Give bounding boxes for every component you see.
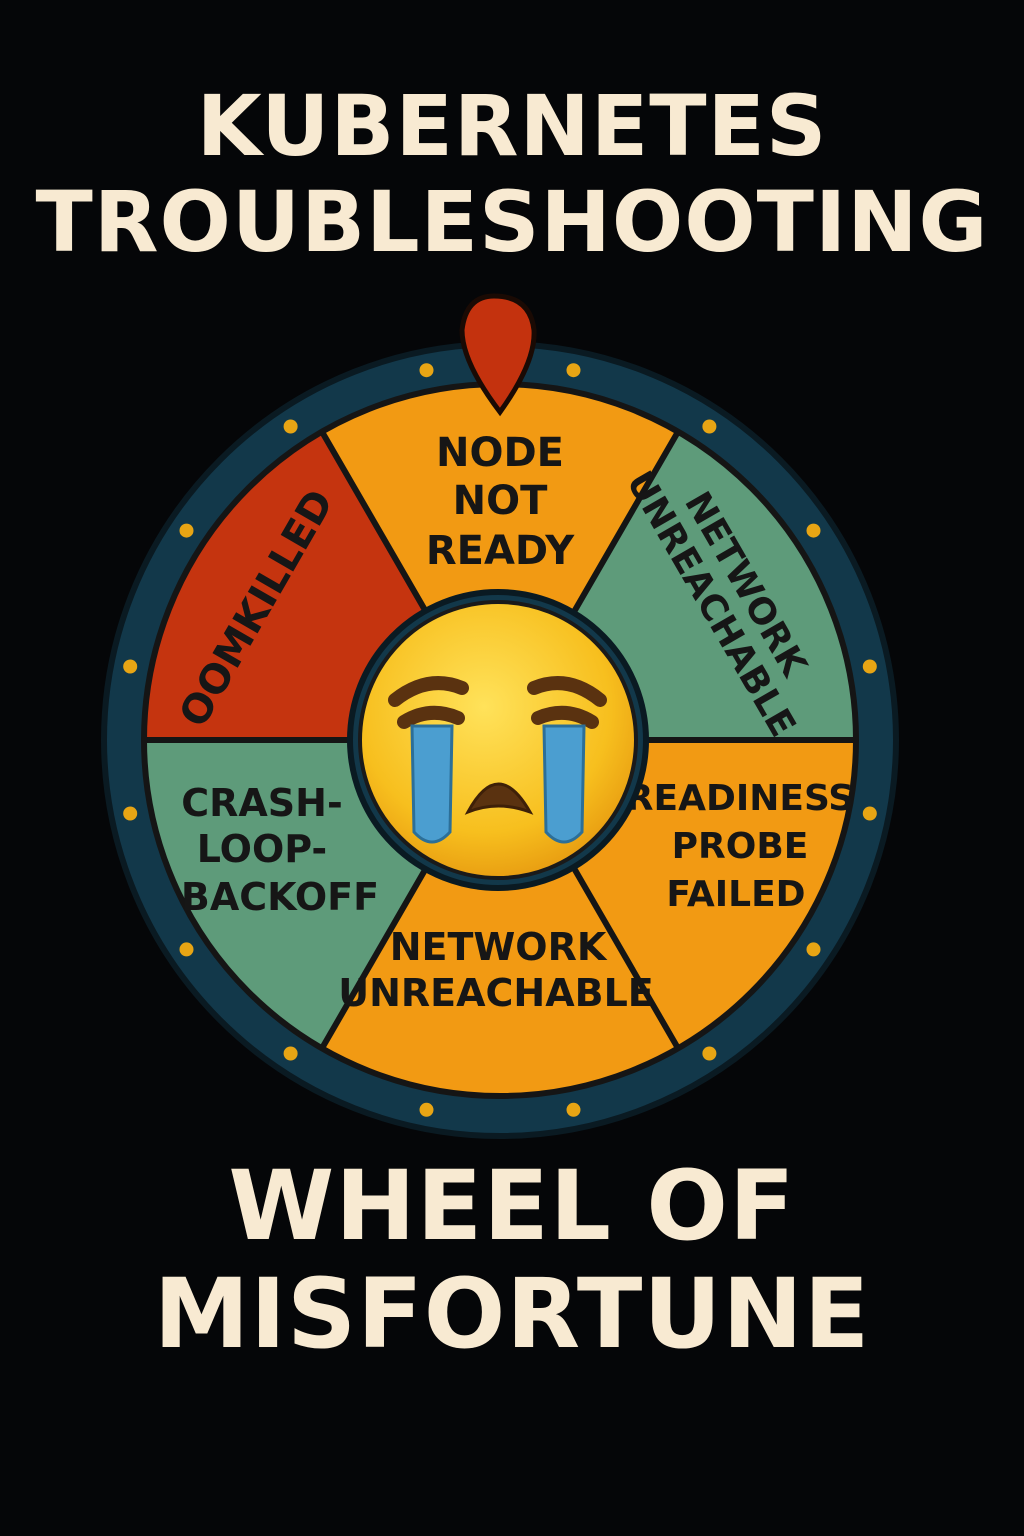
subtitle-line-2: MISFORTUNE — [153, 1258, 871, 1370]
rim-peg — [179, 942, 194, 957]
segment-label-crash-loop-backoff: CRASH- LOOP- BACKOFF — [181, 781, 379, 919]
segment-label-readiness-probe-failed: READINESS PROBE FAILED — [626, 778, 854, 915]
wheel-pegs — [123, 363, 877, 1117]
rim-peg — [806, 942, 821, 957]
rim-peg — [566, 1102, 581, 1117]
segment-text: READINESS — [626, 778, 854, 819]
segment-text: CRASH- — [181, 781, 343, 825]
rim-peg — [862, 806, 877, 821]
crying-face-icon — [358, 600, 638, 880]
rim-peg — [419, 1102, 434, 1117]
title-line-2: TROUBLESHOOTING — [35, 173, 989, 271]
rim-peg — [806, 523, 821, 538]
segment-text: NODE — [436, 430, 564, 476]
wheel-segment-node-not-ready — [322, 384, 678, 740]
rim-peg — [419, 363, 434, 378]
page-subtitle: WHEEL OF MISFORTUNE — [0, 1158, 1024, 1374]
rim-peg — [283, 419, 298, 434]
wheel-segment-network-unreachable-bottom — [322, 740, 678, 1096]
segment-text: FAILED — [666, 874, 805, 915]
segment-text: READY — [426, 528, 575, 574]
title-line-1: KUBERNETES — [196, 77, 828, 175]
segment-text: NETWORK — [390, 925, 608, 969]
segment-text: LOOP- — [197, 827, 327, 871]
segment-label-node-not-ready: NODE NOT READY — [426, 430, 575, 574]
page-title: KUBERNETES TROUBLESHOOTING — [0, 84, 1024, 276]
rim-peg — [566, 363, 581, 378]
segment-text: UNREACHABLE — [338, 971, 654, 1015]
subtitle-line-1: WHEEL OF — [228, 1150, 796, 1262]
segment-text: BACKOFF — [181, 875, 379, 919]
rim-peg — [702, 1046, 717, 1061]
rim-peg — [862, 659, 877, 674]
rim-peg — [179, 523, 194, 538]
segment-label-network-unreachable-bottom: NETWORK UNREACHABLE — [338, 925, 654, 1015]
rim-peg — [123, 659, 138, 674]
wheel-pointer — [459, 293, 537, 417]
rim-peg — [123, 806, 138, 821]
segment-text: NOT — [453, 478, 548, 524]
rim-peg — [702, 419, 717, 434]
segment-text: PROBE — [672, 826, 809, 867]
rim-peg — [283, 1046, 298, 1061]
